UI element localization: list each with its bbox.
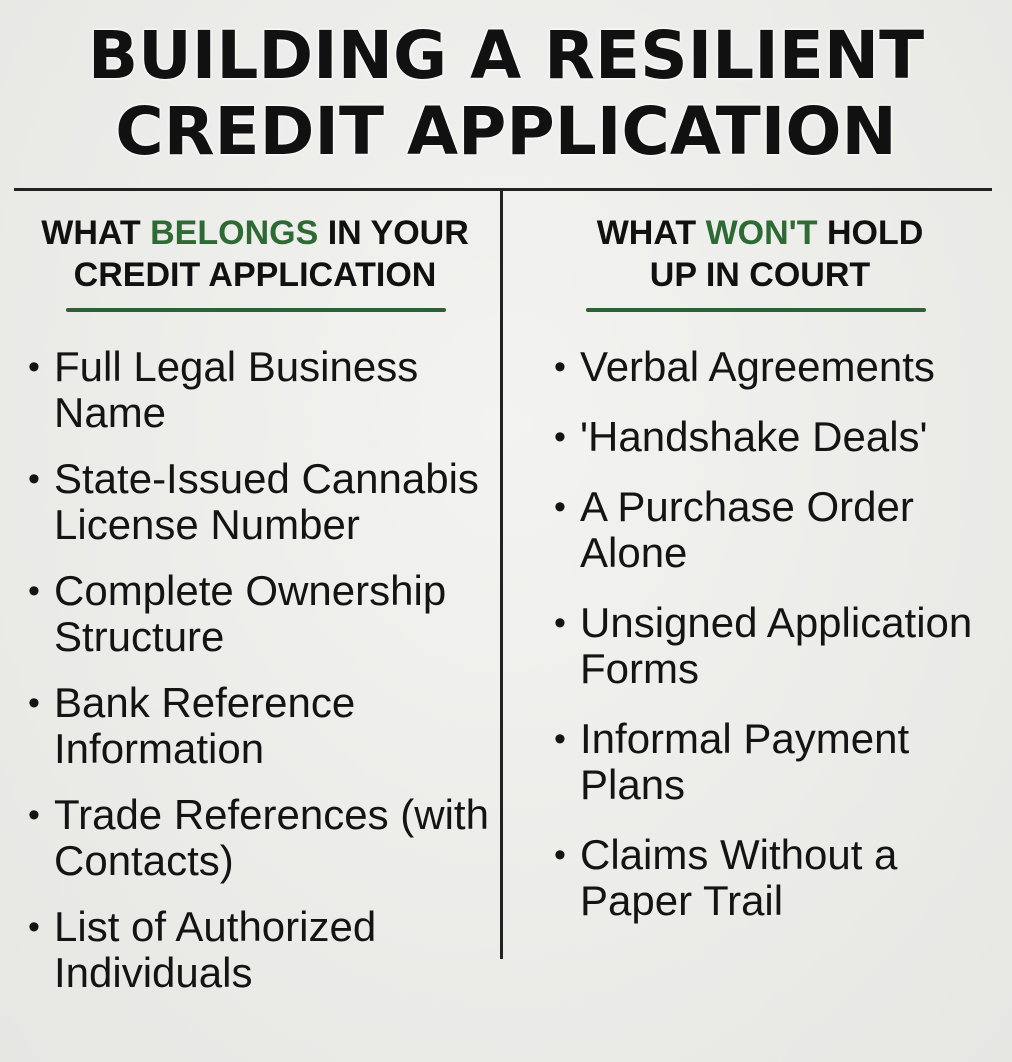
bullet-icon: • [28,572,40,610]
wont-hold-up-column: WHAT WON'T HOLD UP IN COURT • Verbal Agre… [520,212,1000,924]
belongs-column: WHAT BELONGS IN YOUR CREDIT APPLICATION … [20,212,490,996]
wont-heading-post: HOLD [817,214,924,252]
belongs-list: • Full Legal Business Name • State-Issued … [28,344,504,1016]
list-item: • 'Handshake Deals' [554,414,1012,460]
belongs-heading-line-2: CREDIT APPLICATION [73,256,437,294]
wont-hold-up-heading: WHAT WON'T HOLD UP IN COURT [520,212,1000,296]
list-item: • Unsigned Application Forms [554,600,1012,692]
wont-hold-up-list: • Verbal Agreements • 'Handshake Deals' • A… [554,344,1012,948]
list-item: • Full Legal Business Name [28,344,504,436]
page-title: BUILDING A RESILIENT CREDIT APPLICATION [0,18,1012,170]
belongs-heading-line-1: WHAT BELONGS IN YOUR [20,212,490,254]
list-item: • A Purchase Order Alone [554,484,1012,576]
bullet-icon: • [28,908,40,946]
bullet-icon: • [554,720,566,758]
bullet-icon: • [554,348,566,386]
bullet-icon: • [554,836,566,874]
belongs-heading-accent: BELONGS [150,214,319,252]
wont-heading-underline [586,308,926,312]
list-item: • List of Authorized Individuals [28,904,504,996]
list-item-text: State-Issued Cannabis License Number [54,455,479,548]
belongs-heading-post: IN YOUR [318,214,469,252]
vertical-divider [500,191,503,959]
bullet-icon: • [28,348,40,386]
title-line-2: CREDIT APPLICATION [115,93,897,170]
wont-heading-line-1: WHAT WON'T HOLD [520,212,1000,254]
bullet-icon: • [554,604,566,642]
bullet-icon: • [28,684,40,722]
wont-heading-accent: WON'T [705,214,818,252]
list-item-text: Claims Without a Paper Trail [580,831,898,924]
bullet-icon: • [28,796,40,834]
list-item-text: Verbal Agreements [580,343,935,390]
horizontal-divider [14,188,992,191]
list-item-text: Full Legal Business Name [54,343,419,436]
bullet-icon: • [554,488,566,526]
belongs-heading-pre: WHAT [41,214,151,252]
list-item-text: Unsigned Application Forms [580,599,973,692]
list-item-text: Trade References (with Contacts) [54,791,489,884]
list-item: • Verbal Agreements [554,344,1012,390]
wont-heading-pre: WHAT [596,214,706,252]
list-item: • Informal Payment Plans [554,716,1012,808]
list-item: • Claims Without a Paper Trail [554,832,1012,924]
list-item: • Trade References (with Contacts) [28,792,504,884]
belongs-heading-underline [66,308,446,312]
title-line-1: BUILDING A RESILIENT [87,17,925,94]
list-item-text: Bank Reference Information [54,679,356,772]
list-item-text: Complete Ownership Structure [54,567,447,660]
belongs-heading: WHAT BELONGS IN YOUR CREDIT APPLICATION [20,212,490,296]
list-item-text: Informal Payment Plans [580,715,910,808]
bullet-icon: • [28,460,40,498]
list-item-text: List of Authorized Individuals [54,903,377,996]
wont-heading-line-2: UP IN COURT [649,256,871,294]
list-item-text: A Purchase Order Alone [580,483,914,576]
list-item: • Complete Ownership Structure [28,568,504,660]
bullet-icon: • [554,418,566,456]
list-item-text: 'Handshake Deals' [580,413,928,460]
list-item: • State-Issued Cannabis License Number [28,456,504,548]
list-item: • Bank Reference Information [28,680,504,772]
